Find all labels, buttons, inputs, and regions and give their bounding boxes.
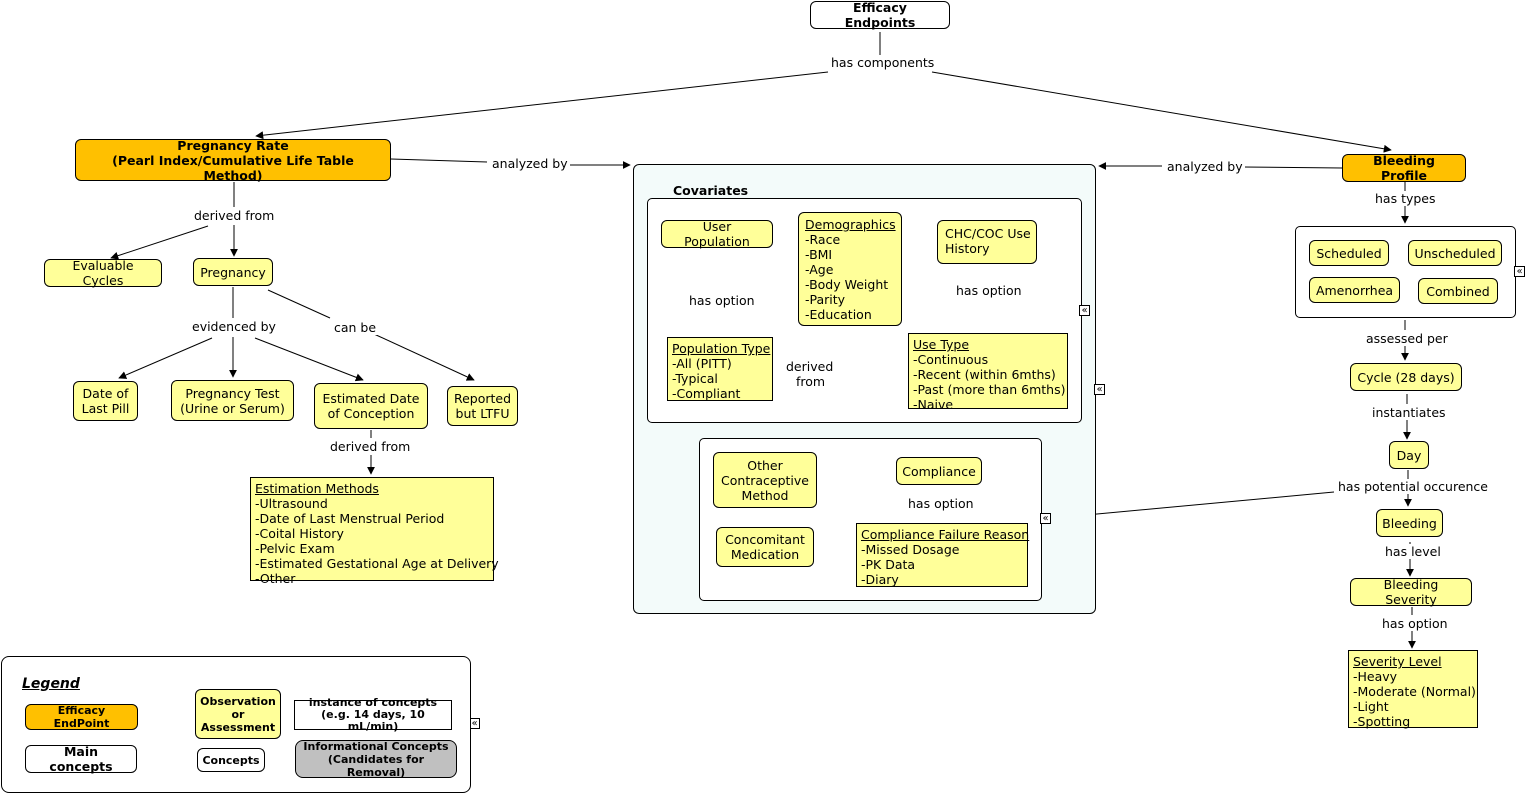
list-item: -Estimated Gestational Age at Delivery [255,556,499,571]
link-label-has-option-population: has option [687,293,757,308]
pregnancy-rate-node[interactable]: Pregnancy Rate (Pearl Index/Cumulative L… [75,138,391,183]
list-title: Demographics [805,217,896,232]
double-chevron-left-icon[interactable]: « [1040,513,1051,524]
link-label-derived-from-2: derived from [328,439,413,454]
link-label-has-option-severity: has option [1380,616,1450,631]
list-item: -Education [805,307,872,322]
list-item: -Compliant [672,386,741,401]
list-item: -Ultrasound [255,496,328,511]
link-label-has-option-compliance: has option [906,496,976,511]
list-item: -Typical [672,371,718,386]
unscheduled-node[interactable]: Unscheduled [1408,240,1502,266]
list-item: -All (PITT) [672,356,732,371]
compliance-node[interactable]: Compliance [896,457,982,485]
link-label-assessed-per: assessed per [1364,331,1450,346]
link-label-can-be: can be [332,320,379,335]
double-chevron-left-icon[interactable]: « [1514,266,1525,277]
severity-level-list[interactable]: Severity Level -Heavy -Moderate (Normal)… [1348,650,1478,729]
demographics-list[interactable]: Demographics -Race -BMI -Age -Body Weigh… [798,212,902,326]
list-item: -Spotting [1353,714,1411,729]
link-label-has-components: has components [829,55,937,70]
list-item: -Past (more than 6mths) [913,382,1066,397]
list-title: Compliance Failure Reason [861,527,1030,542]
estimation-methods-list[interactable]: Estimation Methods -Ultrasound -Date of … [250,477,499,586]
day-node[interactable]: Day [1389,441,1429,469]
list-title: Severity Level [1353,654,1442,669]
covariates-title: Covariates [673,183,749,198]
list-item: -Diary [861,572,899,587]
list-item: -Other [255,571,296,586]
legend-efficacy-endpoint: Efficacy EndPoint [25,704,138,730]
date-of-last-pill-node[interactable]: Date of Last Pill [73,381,138,421]
estimated-date-of-conception-node[interactable]: Estimated Date of Conception [314,383,428,429]
link-label-derived-from: derived from [192,208,277,223]
link-label-analyzed-by-left: analyzed by [490,156,570,171]
list-item: -Recent (within 6mths) [913,367,1056,382]
list-title: Use Type [913,337,970,352]
list-item: -Pelvic Exam [255,541,335,556]
double-chevron-left-icon[interactable]: « [1079,305,1090,316]
reported-but-ltfu-node[interactable]: Reported but LTFU [447,386,518,426]
population-type-list[interactable]: Population Type -All (PITT) -Typical -Co… [667,337,773,401]
link-label-evidenced-by: evidenced by [190,319,278,334]
user-population-node[interactable]: User Population [661,219,773,249]
link-label-has-potential-occurence: has potential occurence [1336,479,1490,494]
list-item: -BMI [805,247,833,262]
pregnancy-node[interactable]: Pregnancy [193,258,273,286]
link-label-analyzed-by-right: analyzed by [1165,159,1245,174]
compliance-failure-reason-list[interactable]: Compliance Failure Reason -Missed Dosage… [856,523,1030,587]
double-chevron-left-icon[interactable]: « [1094,384,1105,395]
link-label-derived: derived [784,359,836,374]
other-contraceptive-method-node[interactable]: Other Contraceptive Method [713,452,817,508]
combined-node[interactable]: Combined [1418,278,1498,304]
list-item: -Light [1353,699,1389,714]
legend-concepts: Concepts [197,748,265,772]
list-item: -Date of Last Menstrual Period [255,511,445,526]
list-title: Population Type [672,341,771,356]
legend-observation-or-assessment: Observation or Assessment [195,689,281,739]
pregnancy-test-node[interactable]: Pregnancy Test (Urine or Serum) [171,380,294,421]
list-item: -Coital History [255,526,344,541]
list-item: -Heavy [1353,669,1398,684]
bleeding-severity-node[interactable]: Bleeding Severity [1350,577,1472,607]
link-label-from: from [794,374,828,389]
bleeding-node[interactable]: Bleeding [1376,509,1443,537]
cycle-node[interactable]: Cycle (28 days) [1350,363,1462,391]
list-item: -PK Data [861,557,916,572]
chc-coc-use-history-node[interactable]: CHC/COC Use History [937,220,1037,264]
list-item: -Race [805,232,841,247]
legend-instance-of-concepts: instance of concepts (e.g. 14 days, 10 m… [294,697,452,733]
evaluable-cycles-node[interactable]: Evaluable Cycles [44,258,162,288]
link-label-instantiates: instantiates [1370,405,1448,420]
link-label-has-types: has types [1373,191,1438,206]
list-item: -Missed Dosage [861,542,960,557]
concomitant-medication-node[interactable]: Concomitant Medication [716,527,814,567]
list-item: -Body Weight [805,277,889,292]
list-item: -Parity [805,292,846,307]
list-item: -Moderate (Normal) [1353,684,1476,699]
bleeding-profile-node[interactable]: Bleeding Profile [1342,153,1466,183]
legend-informational-concepts: Informational Concepts (Candidates for R… [295,740,457,779]
list-item: -Continuous [913,352,989,367]
list-item: -Age [805,262,834,277]
list-item: -Naive [913,397,954,412]
amenorrhea-node[interactable]: Amenorrhea [1309,277,1400,303]
use-type-list[interactable]: Use Type -Continuous -Recent (within 6mt… [908,333,1068,412]
link-label-has-level: has level [1383,544,1443,559]
legend-main-concepts: Main concepts [25,744,137,774]
list-title: Estimation Methods [255,481,379,496]
legend-title: Legend [22,676,80,692]
link-label-has-option-chc: has option [954,283,1024,298]
scheduled-node[interactable]: Scheduled [1309,240,1389,266]
efficacy-endpoints-node[interactable]: Efficacy Endpoints [810,0,950,30]
